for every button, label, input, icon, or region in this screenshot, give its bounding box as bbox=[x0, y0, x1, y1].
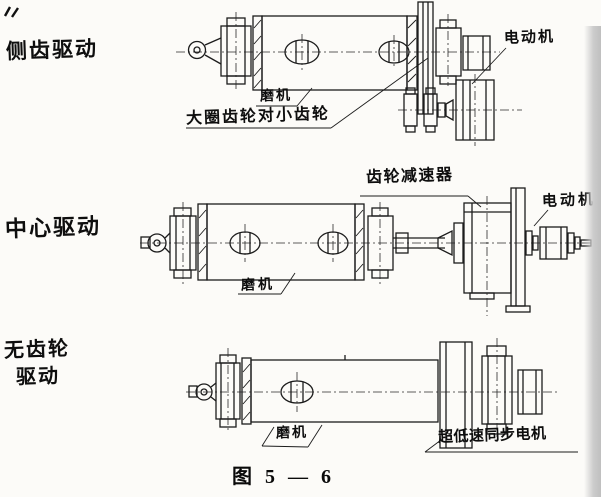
side-gear-drive-drawing bbox=[176, 1, 522, 146]
pinion-bearing bbox=[423, 87, 438, 133]
trunnion-shaft-end bbox=[140, 232, 171, 254]
left-bearing bbox=[169, 202, 197, 284]
section-label-center-drive: 中心驱动 bbox=[4, 214, 102, 243]
scan-edge-shadow bbox=[584, 26, 601, 497]
shaft-end-cover bbox=[462, 35, 491, 71]
manhole bbox=[280, 372, 314, 412]
annotation-motor-top: 电动机 bbox=[503, 27, 556, 47]
manhole bbox=[378, 35, 410, 69]
mill-shell bbox=[261, 15, 408, 91]
ring-motor-rotor bbox=[439, 341, 473, 449]
manhole bbox=[284, 34, 320, 70]
figure-caption: 图 5 — 6 bbox=[232, 466, 335, 488]
mill-shell bbox=[250, 355, 439, 423]
annotation-mill-middle: 磨机 bbox=[240, 276, 276, 294]
right-bearing bbox=[481, 338, 513, 442]
mill-end-plate-left bbox=[241, 357, 252, 425]
pinion-shaft-coupling bbox=[437, 98, 454, 122]
annotation-gear-reducer: 齿轮减速器 bbox=[365, 164, 454, 187]
annotation-mill-top: 磨机 bbox=[259, 87, 293, 105]
shaft-end-cover bbox=[517, 369, 543, 415]
left-bearing bbox=[215, 348, 241, 432]
gear-reducer bbox=[463, 187, 531, 316]
mill-end-plate-left bbox=[252, 15, 263, 91]
pinion-bearing bbox=[403, 87, 418, 133]
section-label-gearless-drive-line2: 驱动 bbox=[15, 363, 61, 389]
drive-gearbox bbox=[455, 74, 495, 146]
section-label-gearless-drive-line1: 无齿轮 bbox=[3, 335, 71, 363]
reducer-leader bbox=[360, 195, 482, 208]
manhole bbox=[229, 224, 261, 262]
section-label-side-gear-drive: 侧齿驱动 bbox=[5, 36, 99, 64]
mill-label-leader bbox=[261, 424, 323, 448]
girth-gear bbox=[417, 1, 434, 115]
annotation-mill-bottom: 磨机 bbox=[275, 424, 309, 442]
gear-pair-leader bbox=[186, 57, 429, 129]
trunnion-shaft-end bbox=[187, 37, 222, 65]
motor-leader-line bbox=[471, 47, 507, 85]
drive-shaft bbox=[393, 222, 464, 264]
motor-unit bbox=[525, 226, 592, 260]
scan-artifact-mark bbox=[3, 6, 19, 18]
motor-leader-line bbox=[424, 439, 578, 453]
annotation-sync-motor: 超低速同步电机 bbox=[437, 424, 547, 446]
center-drive-drawing bbox=[140, 187, 599, 316]
motor-leader-line bbox=[533, 209, 549, 227]
mill-end-plate-right bbox=[406, 15, 418, 91]
right-bearing bbox=[367, 202, 394, 284]
mill-end-plate-left bbox=[197, 203, 208, 281]
gearless-drive-drawing bbox=[186, 338, 578, 453]
trunnion-shaft-end bbox=[188, 382, 217, 402]
mill-end-plate-right bbox=[354, 203, 365, 281]
right-bearing bbox=[435, 14, 462, 86]
mill-label-leader bbox=[238, 272, 296, 295]
mill-label-leader bbox=[256, 87, 313, 107]
left-bearing bbox=[220, 12, 252, 92]
manhole bbox=[317, 224, 349, 262]
